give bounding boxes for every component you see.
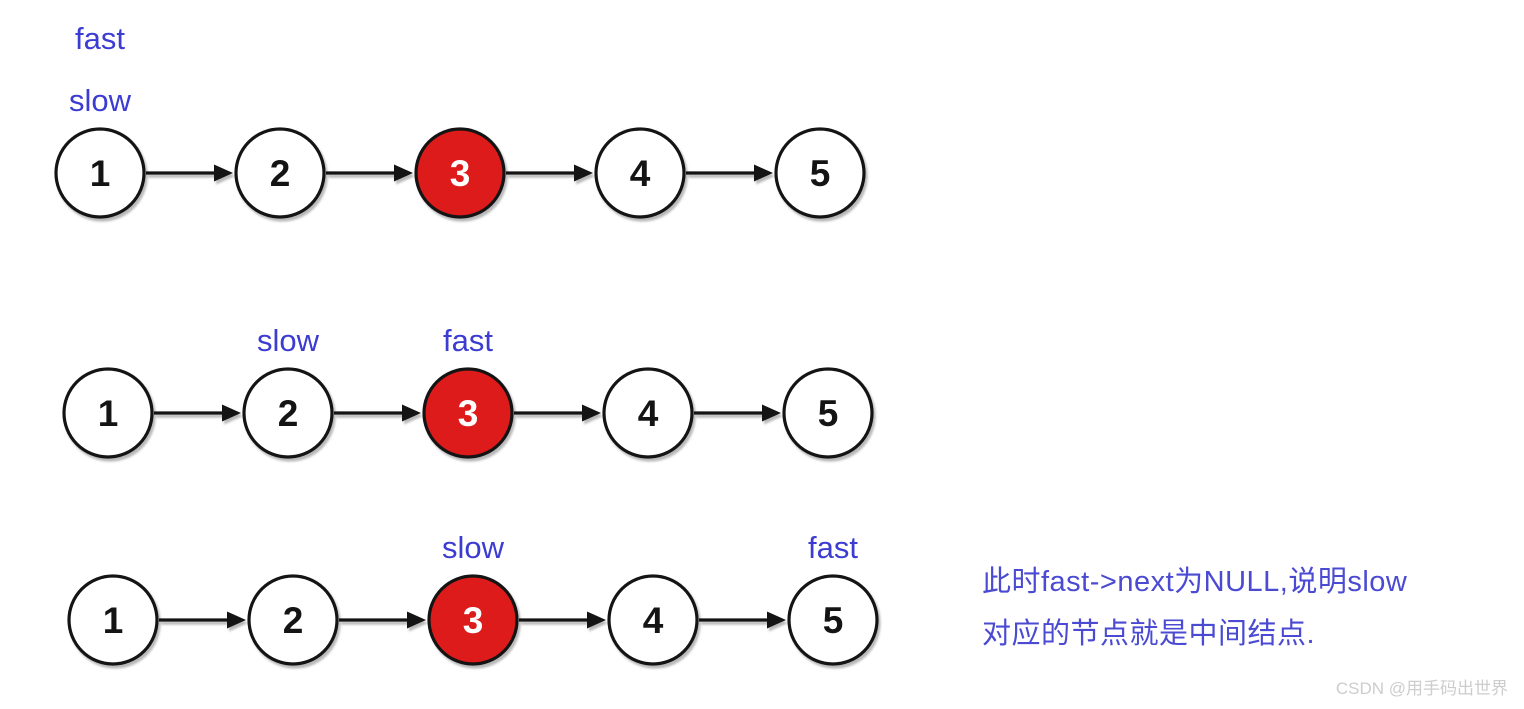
node-value: 4: [638, 393, 659, 434]
arrow-head: [754, 164, 773, 182]
node-circle: [774, 127, 866, 219]
node-circle: [67, 574, 159, 666]
explanation-line-2: 对应的节点就是中间结点.: [982, 618, 1316, 650]
arrow-head: [407, 611, 426, 629]
node-value: 3: [450, 153, 471, 194]
node-circle: [54, 127, 146, 219]
linked-list-step-3: 1 2 3 4 5 slow fast: [67, 530, 879, 666]
node-circle: [242, 367, 334, 459]
node-circle: [62, 367, 154, 459]
node-value: 1: [103, 600, 124, 641]
linked-list-step-2: 1 2 3 4 5 slow fast: [62, 323, 874, 459]
node-value: 5: [823, 600, 844, 641]
arrow-head: [587, 611, 606, 629]
pointer-label-fast: fast: [75, 21, 125, 56]
explanation-text: 此时fast->next为NULL,说明slow 对应的节点就是中间结点.: [982, 556, 1407, 660]
node-value: 3: [463, 600, 484, 641]
pointer-label-slow: slow: [69, 83, 132, 118]
pointer-label-slow: slow: [257, 323, 320, 358]
arrow-head: [767, 611, 786, 629]
node-value: 5: [818, 393, 839, 434]
arrow-head: [227, 611, 246, 629]
arrow-head: [214, 164, 233, 182]
node-value: 2: [283, 600, 304, 641]
node-circle-highlighted: [414, 127, 506, 219]
node-value: 1: [90, 153, 111, 194]
node-circle: [234, 127, 326, 219]
arrow-head: [582, 404, 601, 422]
arrow-head: [762, 404, 781, 422]
node-value: 3: [458, 393, 479, 434]
node-circle: [787, 574, 879, 666]
node-value: 1: [98, 393, 119, 434]
pointer-label-fast: fast: [443, 323, 493, 358]
arrow-head: [402, 404, 421, 422]
node-circle: [782, 367, 874, 459]
pointer-label-fast: fast: [808, 530, 858, 565]
node-circle: [602, 367, 694, 459]
watermark: CSDN @用手码出世界: [1335, 679, 1508, 698]
linked-list-step-1: 1 2 3 4 5 fast slow: [54, 21, 866, 219]
arrow-head: [574, 164, 593, 182]
node-value: 2: [270, 153, 291, 194]
node-value: 4: [643, 600, 664, 641]
node-circle: [247, 574, 339, 666]
pointer-label-slow: slow: [442, 530, 505, 565]
node-value: 5: [810, 153, 831, 194]
node-circle: [594, 127, 686, 219]
node-value: 4: [630, 153, 651, 194]
node-circle: [607, 574, 699, 666]
explanation-line-1: 此时fast->next为NULL,说明slow: [982, 566, 1408, 598]
arrow-head: [222, 404, 241, 422]
node-circle-highlighted: [422, 367, 514, 459]
arrow-head: [394, 164, 413, 182]
node-value: 2: [278, 393, 299, 434]
node-circle-highlighted: [427, 574, 519, 666]
